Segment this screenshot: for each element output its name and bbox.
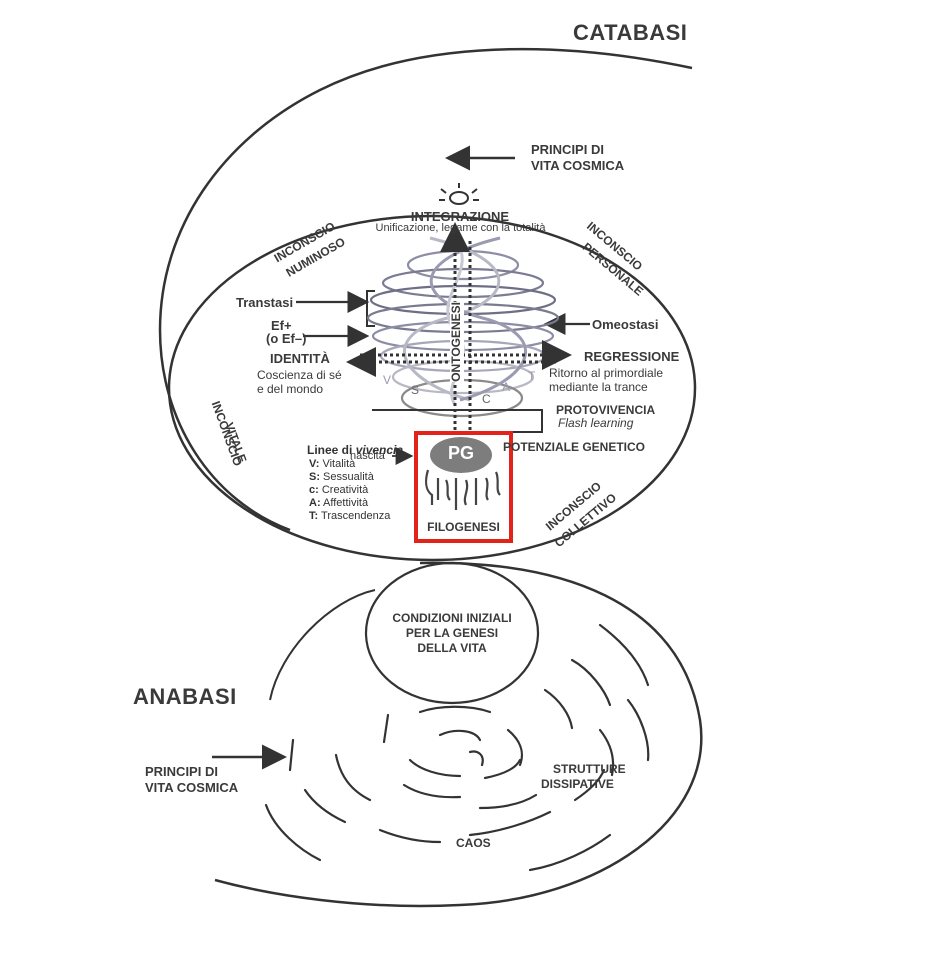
catabasi-label: CATABASI [573,20,688,45]
legend-title: Linee di vivencia [307,443,404,457]
potenziale-label: POTENZIALE GENETICO [503,440,646,454]
condizioni-circle [364,561,540,705]
strutture-line-2: DISSIPATIVE [541,777,614,791]
principi-top-2: VITA COSMICA [531,158,625,173]
pg-oval [430,437,492,473]
omeostasi-label: Omeostasi [592,317,659,332]
chaos-dashes [264,623,650,872]
identita-title: IDENTITÀ [270,351,330,366]
nascita-label: nascita [350,450,385,462]
spiral-letter-v: V [383,373,392,387]
protovivencia-title: PROTOVIVENCIA [556,403,656,417]
spiral-letter-t: T [528,369,536,383]
spiral-letter-c: C [482,392,491,406]
protovivencia-subtitle: Flash learning [558,416,634,430]
legend-item-s: S: Sessualità [309,471,374,483]
highlight-box [414,431,513,543]
ef-label-1: Ef+ [271,318,292,333]
legend-item-t: T: Trascendenza [309,510,391,522]
spiral-letter-s: S [411,383,420,397]
identita-line-2: e del mondo [257,382,324,396]
filogenesi-label: FILOGENESI [427,520,500,534]
legend-item-c: c: Creatività [309,484,369,496]
condizioni-line-2: PER LA GENESI [405,626,499,640]
principi-top-1: PRINCIPI DI [531,142,604,157]
regressione-line-2: mediante la trance [549,380,648,394]
principi-bottom-2: VITA COSMICA [145,780,239,795]
identita-line-1: Coscienza di sé [257,368,342,382]
caos-label: CAOS [456,836,491,850]
integrazione-title: INTEGRAZIONE [410,209,510,224]
anabasi-label: ANABASI [133,684,237,709]
regressione-line-1: Ritorno al primordiale [549,366,664,380]
spiral-letter-a: A [502,380,511,394]
pg-label: PG [447,443,474,463]
condizioni-line-1: CONDIZIONI INIZIALI [392,611,512,625]
condizioni-line-3: DELLA VITA [417,641,487,655]
main-oval [167,214,697,562]
sun-icon [439,183,479,205]
legend-item-a: A: Affettività [309,497,369,509]
filogenesi-roots [425,469,501,510]
anabasi-outer [214,561,703,908]
ontogenesi-label: ONTOGENESI [449,302,464,382]
principi-bottom-1: PRINCIPI DI [145,764,218,779]
integrazione-subtitle: Unificazione, legame con la totalità [375,222,546,234]
transtasi-label: Transtasi [236,295,294,310]
regressione-title: REGRESSIONE [584,349,680,364]
catabasi-arc [158,47,693,532]
anabasi-inner [269,589,376,701]
ef-label-2: (o Ef–) [266,331,307,346]
strutture-line-1: STRUTTURE [553,762,626,776]
legend-item-v: V: Vitalità [309,458,356,470]
